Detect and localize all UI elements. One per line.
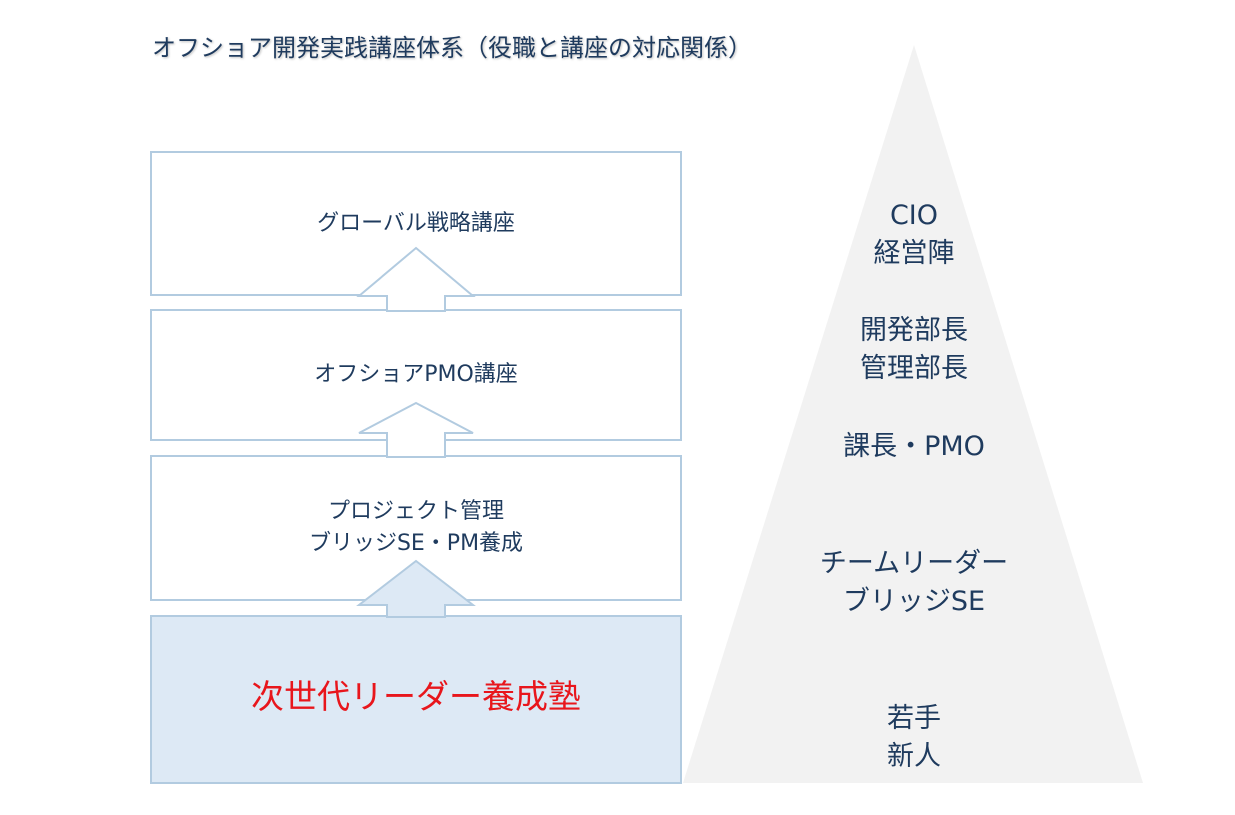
- role-line-1: CIO: [889, 200, 939, 231]
- course-box-next-gen-leader: 次世代リーダー養成塾: [150, 615, 682, 784]
- role-line-2: 経営陣: [873, 237, 955, 269]
- role-line-2: 新人: [887, 740, 941, 772]
- role-section-manager-pmo: 課長・PMO: [764, 428, 1064, 466]
- course-label: 次世代リーダー養成塾: [251, 676, 581, 716]
- role-line-2: ブリッジSE: [842, 585, 986, 617]
- arrow-up-icon: [356, 246, 476, 312]
- role-line-2: 管理部長: [860, 352, 968, 384]
- role-line-1: 課長・PMO: [843, 431, 985, 462]
- role-cio-executives: CIO 経営陣: [764, 197, 1064, 273]
- course-box-global-strategy: グローバル戦略講座: [150, 151, 682, 296]
- arrow-up-icon: [358, 401, 474, 458]
- role-team-leader-bridge-se: チームリーダー ブリッジSE: [764, 545, 1064, 621]
- page-title: オフショア開発実践講座体系（役職と講座の対応関係）: [152, 34, 752, 62]
- course-label: オフショアPMO講座: [314, 362, 518, 388]
- course-label-line-2: ブリッジSE・PM養成: [308, 531, 524, 556]
- role-line-1: チームリーダー: [819, 548, 1009, 579]
- role-junior-newcomer: 若手 新人: [764, 700, 1064, 776]
- course-label-line-1: プロジェクト管理: [327, 499, 504, 525]
- course-label: グローバル戦略講座: [317, 210, 515, 236]
- role-line-1: 若手: [887, 703, 941, 734]
- pyramid-shape: [683, 45, 1143, 783]
- role-department-heads: 開発部長 管理部長: [764, 312, 1064, 388]
- role-line-1: 開発部長: [860, 315, 968, 346]
- arrow-up-icon: [356, 559, 476, 618]
